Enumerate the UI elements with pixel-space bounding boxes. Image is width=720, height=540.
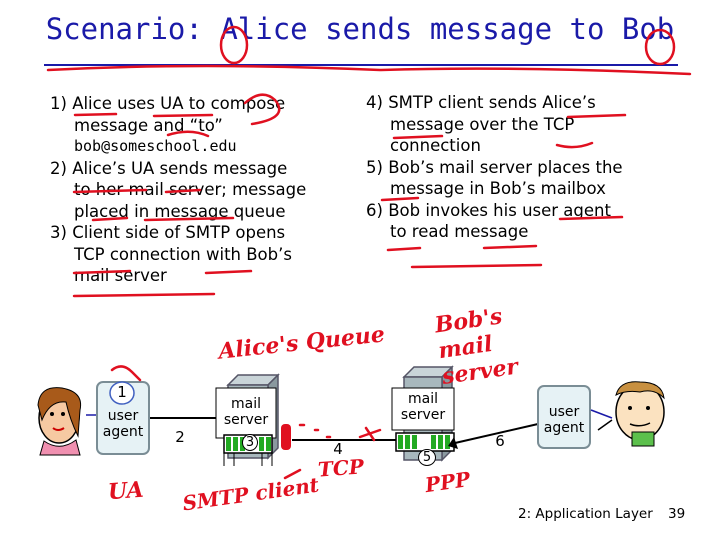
ink-dots	[298, 423, 332, 439]
alice-user-agent-box	[96, 381, 150, 455]
ink-underline-tcp-conn	[72, 292, 216, 298]
bob-mailbox-queue	[395, 432, 455, 452]
step-text: placed in message queue	[74, 201, 286, 221]
step-number: 5)	[366, 157, 383, 177]
ink-arrow-mark	[358, 426, 382, 442]
title-ink-circle-b	[644, 28, 676, 66]
ink-underline-and	[166, 130, 210, 138]
ink-underline-mailbox	[558, 215, 624, 221]
ink-circle-compose	[243, 93, 281, 126]
step-text: SMTP client sends Alice’s	[388, 93, 596, 112]
alice-ua-number: 1	[117, 383, 127, 401]
bob-user-agent-box	[537, 385, 591, 449]
arrow-4-number: 4	[333, 440, 343, 458]
step-text: Alice uses UA to compose	[72, 94, 286, 113]
step-4: 4) SMTP client sends Alice’s message ove…	[366, 92, 623, 157]
step-text: connection	[390, 136, 481, 155]
bob-ua-label: user agent	[543, 404, 585, 436]
alice-server-number: 3	[242, 434, 258, 451]
arrow-2-number: 2	[175, 428, 185, 446]
ink-underline-alices	[72, 188, 148, 194]
step-text: message over the TCP	[390, 114, 575, 134]
ink-underline-mail-server	[143, 216, 235, 222]
slide-title: Scenario: Alice sends message to Bob	[45, 12, 675, 46]
ink-underline-alices-r	[566, 113, 627, 119]
step-text: to read message	[390, 222, 529, 241]
step-3: 3) Client side of SMTP opens TCP connect…	[50, 222, 306, 287]
step-text: Client side of SMTP opens	[72, 223, 286, 242]
annotation-bobs-mail-server: Bob's mail server	[433, 303, 520, 390]
ink-underline-ua	[152, 113, 214, 118]
step-text: Bob invokes his user agent	[388, 200, 611, 220]
ink-underline-bob	[386, 246, 422, 252]
step-text: TCP connection with Bob’s	[74, 244, 292, 264]
ink-hook	[110, 365, 142, 382]
ink-underline-smtp	[204, 269, 253, 275]
ink-underline-client	[72, 269, 132, 275]
step-6: 6) Bob invokes his user agent to read me…	[366, 200, 623, 243]
step-number: 1)	[50, 94, 67, 113]
arrow-6-number: 6	[495, 432, 505, 450]
step-1: 1) Alice uses UA to compose message and …	[50, 93, 306, 158]
ink-underline-tcp-r	[555, 141, 594, 149]
ink-diagram-marks	[110, 365, 382, 480]
step-text: Bob’s mail server places the	[388, 157, 623, 177]
ink-underline-his	[482, 244, 538, 250]
title-ink-underline	[46, 64, 692, 76]
title-ink-circle-s	[219, 25, 249, 65]
alice-avatar	[37, 387, 82, 456]
ink-smtp-tick	[283, 468, 302, 480]
step-number: 6)	[366, 200, 383, 220]
bob-mail-server	[391, 365, 455, 462]
annotation-ua: UA	[107, 476, 145, 506]
right-steps-list: 4) SMTP client sends Alice’s message ove…	[366, 92, 623, 243]
title-underline	[44, 64, 678, 66]
alice-server-label: mail server	[223, 396, 269, 428]
footer-chapter: 2: Application Layer	[518, 506, 653, 522]
step-number: 2)	[50, 158, 67, 178]
ink-underline-read-message	[410, 263, 543, 269]
step-text: mail server	[74, 266, 167, 285]
bob-server-number: 5	[418, 449, 436, 466]
step-number: 3)	[50, 223, 67, 242]
step-5: 5) Bob’s mail server places the message …	[366, 157, 623, 200]
email-address: bob@someschool.edu	[74, 137, 237, 155]
annotation-tcp: TCP	[317, 454, 365, 482]
arrow-6	[454, 423, 539, 444]
page-number: 39	[668, 506, 686, 522]
step-text: message and “to”	[74, 115, 223, 135]
ink-underline-alice	[73, 112, 118, 117]
alice-ua-label: user agent	[102, 408, 144, 440]
ink-underline-her	[91, 216, 129, 222]
alice-socket-mark	[281, 424, 291, 450]
step-text: Alice’s UA sends message	[72, 158, 288, 178]
ink-underline-bobs	[380, 196, 420, 202]
ink-underline-message	[392, 134, 444, 140]
step-text: message in Bob’s mailbox	[390, 179, 606, 198]
step-number: 4)	[366, 93, 383, 112]
bob-avatar	[597, 381, 665, 447]
alice-mail-server	[215, 373, 291, 466]
ink-underlines	[46, 25, 692, 298]
ink-underline-ua2	[164, 188, 202, 194]
bob-server-label: mail server	[400, 391, 446, 423]
